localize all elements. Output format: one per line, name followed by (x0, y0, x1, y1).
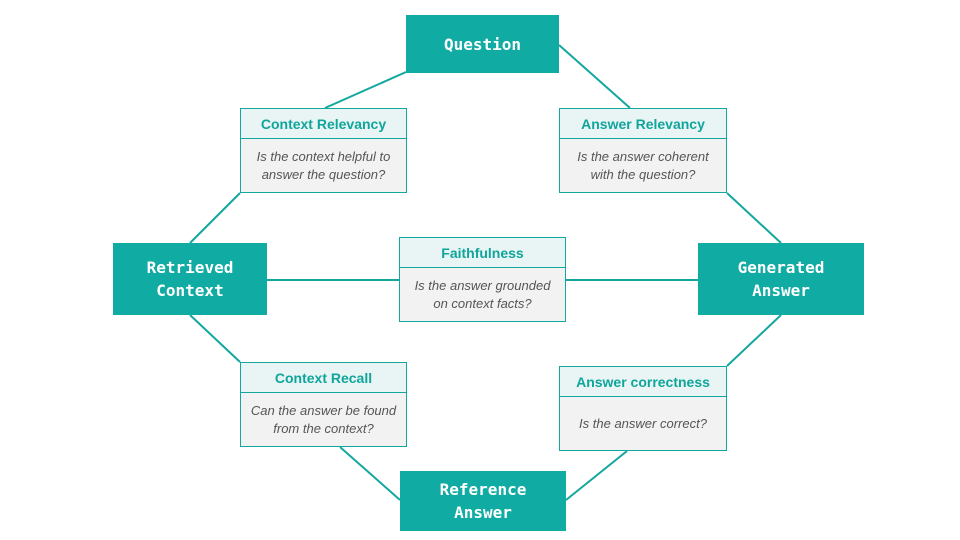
context-relevancy-description: Is the context helpful to answer the que… (256, 148, 391, 182)
question-node: Question (406, 15, 559, 73)
edge-answer-relevancy-generated-answer (726, 192, 782, 244)
answer-relevancy-description: Is the answer coherent with the question… (577, 148, 709, 182)
reference-answer-node: Reference Answer (400, 471, 566, 531)
answer-correctness-description: Is the answer correct? (579, 415, 707, 431)
context-recall-description: Can the answer be found from the context… (250, 402, 397, 436)
faithfulness-box: Faithfulness Is the answer grounded on c… (399, 237, 566, 322)
context-recall-title: Context Recall (241, 363, 406, 393)
faithfulness-title: Faithfulness (400, 238, 565, 268)
edge-context-recall-reference-answer (339, 446, 401, 501)
edge-question-context-relevancy (324, 71, 407, 109)
retrieved-context-node: Retrieved Context (113, 243, 267, 315)
context-recall-box: Context Recall Can the answer be found f… (240, 362, 407, 447)
answer-correctness-box: Answer correctness Is the answer correct… (559, 366, 727, 451)
context-relevancy-box: Context Relevancy Is the context helpful… (240, 108, 407, 193)
edge-question-answer-relevancy (558, 44, 631, 109)
faithfulness-description: Is the answer grounded on context facts? (414, 277, 551, 311)
edge-retrieved-context-context-recall (189, 314, 241, 363)
edge-answer-correctness-reference-answer (565, 450, 628, 501)
context-relevancy-title: Context Relevancy (241, 109, 406, 139)
edge-generated-answer-answer-correctness (726, 314, 782, 367)
answer-relevancy-title: Answer Relevancy (560, 109, 726, 139)
answer-relevancy-box: Answer Relevancy Is the answer coherent … (559, 108, 727, 193)
answer-correctness-title: Answer correctness (560, 367, 726, 397)
generated-answer-node: Generated Answer (698, 243, 864, 315)
edge-context-relevancy-retrieved-context (189, 192, 241, 244)
